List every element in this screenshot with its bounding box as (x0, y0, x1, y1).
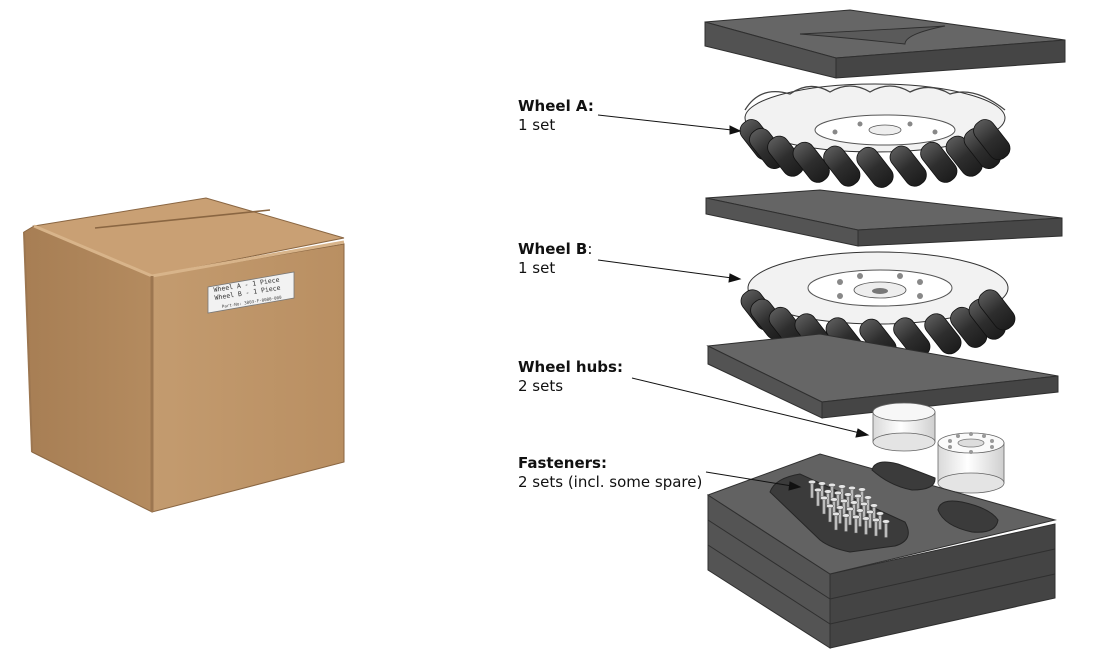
mecanum-wheel-b (740, 251, 1016, 360)
screw (814, 487, 822, 507)
wheel-hub-1 (872, 402, 936, 452)
callout-wheel-hubs: Wheel hubs: 2 sets (518, 358, 623, 396)
top-foam-layer (704, 9, 1066, 79)
screw (842, 513, 850, 532)
screw (836, 505, 844, 524)
leader-arrow-wheel-a (729, 125, 742, 135)
roller (973, 119, 1011, 161)
roller (978, 289, 1016, 331)
callout-wheel-b-colon: : (587, 240, 593, 258)
screw (852, 514, 860, 534)
leader-lines (597, 114, 870, 491)
screw (826, 503, 834, 523)
middle-foam-layer (705, 189, 1063, 247)
screw (872, 517, 880, 537)
roller (823, 145, 861, 187)
leader-arrow-fasteners (788, 481, 802, 491)
leader-line-wheel-b (597, 259, 733, 279)
wheel-hub-2 (937, 432, 1005, 494)
callout-wheel-hubs-qty: 2 sets (518, 377, 564, 395)
leader-line-wheel-a (597, 114, 733, 131)
screw (864, 495, 872, 514)
leader-line-fasteners (705, 471, 793, 487)
roller (856, 146, 894, 188)
roller (920, 141, 958, 183)
roller (889, 145, 927, 187)
screw (832, 511, 840, 531)
leader-arrow-wheel-b (728, 273, 742, 283)
callout-fasteners-title: Fasteners: (518, 454, 607, 472)
callout-wheel-b: Wheel B: 1 set (518, 240, 592, 278)
callout-wheel-b-title: Wheel B (518, 240, 588, 258)
screw (824, 489, 832, 508)
leader-arrow-wheel-hubs (855, 428, 870, 438)
roller (924, 313, 962, 355)
callout-wheel-b-qty: 1 set (518, 259, 556, 277)
box-label: Wheel A - 1 Piece Wheel B - 1 Piece Part… (207, 271, 295, 314)
callout-wheel-hubs-title: Wheel hubs: (518, 358, 623, 376)
screw (862, 516, 870, 535)
fasteners (808, 479, 890, 538)
callout-wheel-a-qty: 1 set (518, 116, 556, 134)
roller (792, 141, 830, 183)
callout-fasteners-qty: 2 sets (incl. some spare) (518, 473, 703, 491)
cardboard-box: Wheel A - 1 Piece Wheel B - 1 Piece Part… (23, 197, 345, 513)
callout-wheel-a-title: Wheel A: (518, 97, 594, 115)
screw (856, 508, 864, 527)
leader-line-wheel-hubs (631, 377, 861, 434)
callout-wheel-a: Wheel A: 1 set (518, 97, 594, 135)
callout-fasteners: Fasteners: 2 sets (incl. some spare) (518, 454, 702, 492)
screw (882, 519, 890, 538)
screw (808, 479, 816, 499)
screw (820, 495, 828, 515)
mecanum-wheel-a (739, 83, 1011, 188)
